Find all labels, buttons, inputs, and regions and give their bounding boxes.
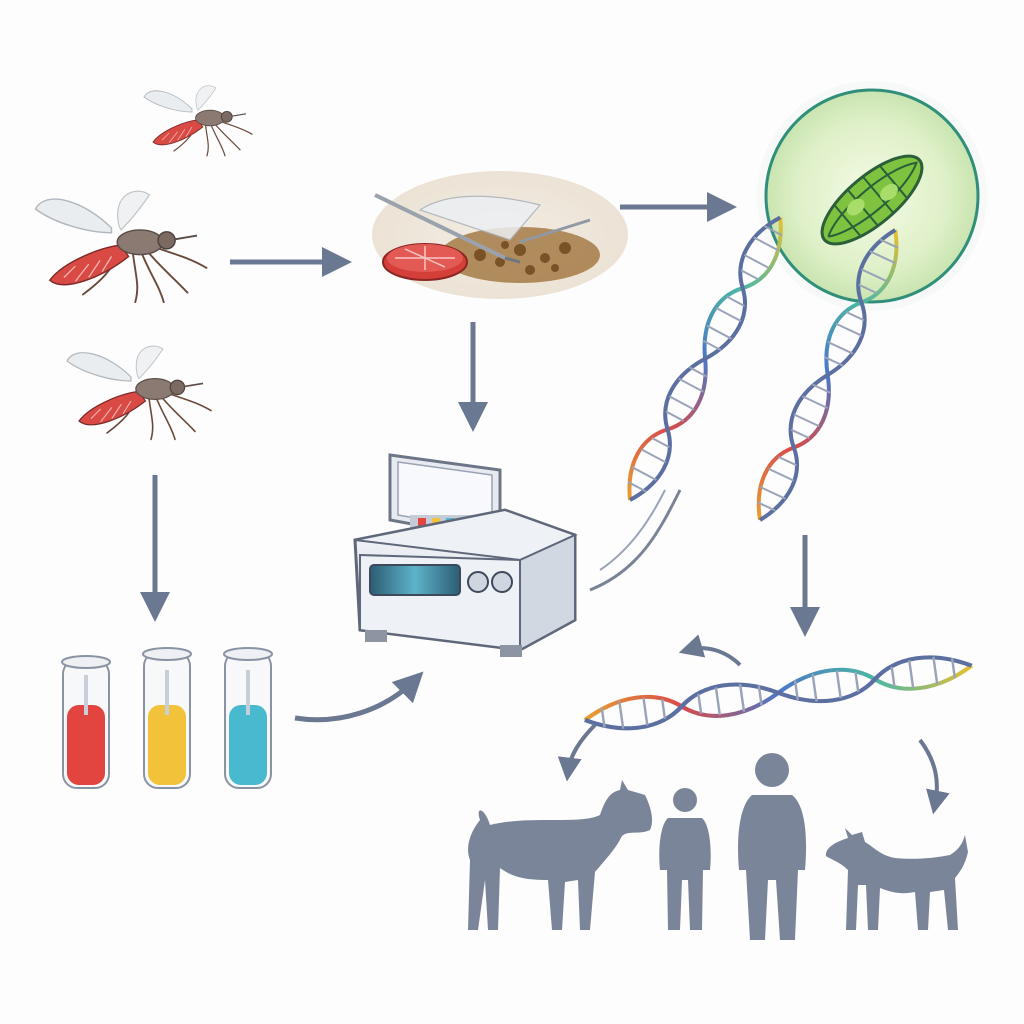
host-silhouette-icon: [738, 753, 807, 940]
test-tube-icon: [223, 647, 273, 789]
swoosh-line: [589, 489, 682, 592]
arrow-curve-right: [918, 738, 950, 815]
mosquito-icon: [66, 345, 212, 441]
sequencer-dial: [491, 571, 513, 593]
sequencer-dial: [467, 571, 489, 593]
test-tube-icon: [142, 647, 192, 789]
swoosh-line: [599, 489, 666, 571]
mosquito-group: [34, 85, 253, 441]
sequencer-screen: [369, 564, 461, 596]
host-silhouette-icon: [659, 788, 711, 930]
parasite-icon: [820, 154, 924, 246]
arrow-tubes-to-sequencer: [294, 671, 424, 723]
arrow-curve-up: [678, 634, 742, 667]
sequencer-machine-icon: [353, 453, 578, 657]
host-silhouette-icon: [825, 828, 968, 930]
host-silhouette-icon: [468, 780, 653, 930]
test-tube-icon: [61, 655, 111, 789]
hosts: [468, 753, 968, 940]
arrow-curve-left: [557, 723, 597, 782]
mosquito-icon: [143, 85, 253, 157]
sample-tubes: [61, 647, 273, 789]
microscope-view: [757, 81, 987, 311]
dna-helix-icon: [583, 651, 974, 735]
dna-helix-icon: [617, 210, 794, 507]
dissection-icon: [372, 171, 628, 299]
mosquito-icon: [34, 190, 208, 304]
